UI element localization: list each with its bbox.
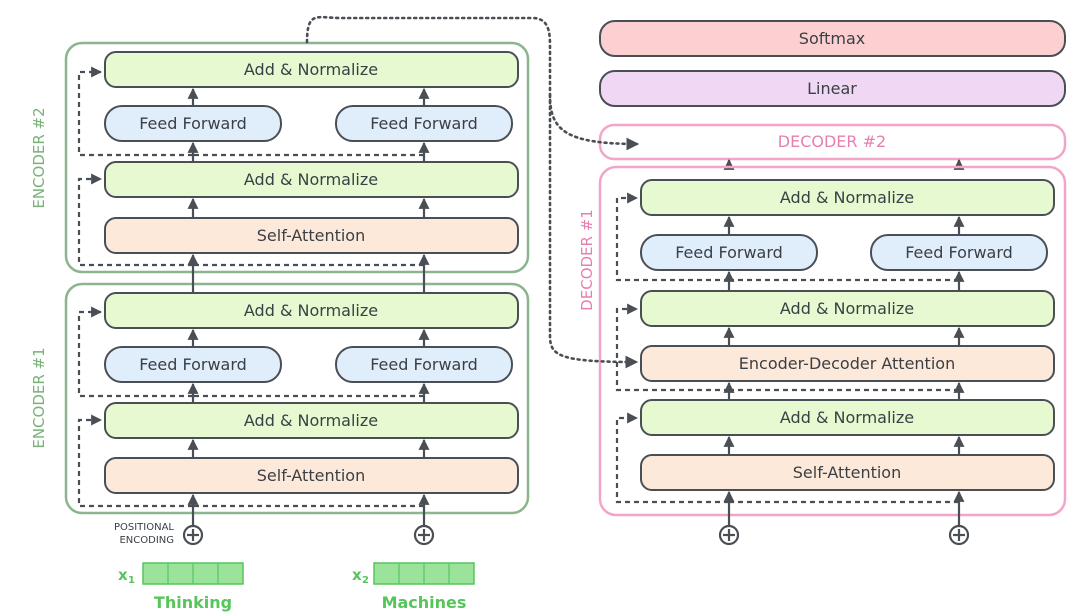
linear-layer xyxy=(599,70,1066,107)
encoder-output-to-decoder-2 xyxy=(305,15,640,151)
decoder-1: DECODER #1 Add & Normalize Feed Forward … xyxy=(578,165,1067,517)
decoder-1-title: DECODER #1 xyxy=(578,209,596,311)
decoder-inputs xyxy=(718,490,970,546)
encoder-1-add-norm-bottom xyxy=(104,402,519,439)
decoder-positional-add-icon-left xyxy=(718,524,740,546)
encoder-2-frame xyxy=(64,41,530,274)
positional-add-icon-right xyxy=(413,524,435,546)
encoder-1-add-norm-top-label: Add & Normalize xyxy=(244,301,378,320)
decoder-1-ffn-left-label: Feed Forward xyxy=(675,243,783,262)
encoder-2-title: ENCODER #2 xyxy=(30,107,48,208)
decoder-1-self-attention-label: Self-Attention xyxy=(793,463,901,482)
input-1-symbol: x xyxy=(118,566,128,584)
output-layers: Softmax Linear DECODER #2 xyxy=(598,20,1067,170)
softmax-layer xyxy=(599,20,1066,57)
decoder-1-add-norm-bottom xyxy=(640,399,1055,436)
encoder-2-ffn-left-label: Feed Forward xyxy=(139,114,247,133)
decoder-1-ffn-right-label: Feed Forward xyxy=(905,243,1013,262)
decoder-1-self-attention xyxy=(640,454,1055,491)
encoder-2: ENCODER #2 Add & Normalize Feed Forward … xyxy=(30,41,530,274)
input-2-word: Machines xyxy=(382,593,467,612)
encoder-1-self-attention xyxy=(104,457,519,494)
input-2-subscript: 2 xyxy=(362,575,369,586)
encoder-2-add-norm-top-label: Add & Normalize xyxy=(244,60,378,79)
encoder-1-ffn-right-label: Feed Forward xyxy=(370,355,478,374)
input-1-subscript: 1 xyxy=(128,575,135,586)
decoder-1-add-norm-mid xyxy=(640,290,1055,327)
positional-encoding-label-line1: POSITIONAL xyxy=(114,522,174,533)
encoder-1-ffn-left-label: Feed Forward xyxy=(139,355,247,374)
encoder-1-add-norm-bottom-label: Add & Normalize xyxy=(244,411,378,430)
encoder-1-self-attention-label: Self-Attention xyxy=(257,466,365,485)
input-2-embedding-vector xyxy=(373,562,475,585)
decoder-1-frame xyxy=(598,165,1067,517)
encoder-1: ENCODER #1 Add & Normalize Feed Forward … xyxy=(30,282,530,515)
encoder-1-title: ENCODER #1 xyxy=(30,347,48,448)
decoder-1-enc-dec-attention xyxy=(640,345,1055,382)
softmax-label: Softmax xyxy=(799,29,865,48)
encoder-2-add-norm-bottom xyxy=(104,161,519,198)
input-1-embedding-vector xyxy=(142,562,244,585)
encoder-inputs: POSITIONAL ENCODING x 1 Thinking x 2 xyxy=(114,493,475,612)
encoder-output-to-decoder-1 xyxy=(548,93,639,369)
encoder-1-add-norm-top xyxy=(104,292,519,329)
linear-label: Linear xyxy=(807,79,857,98)
decoder-1-add-norm-mid-label: Add & Normalize xyxy=(780,299,914,318)
decoder-positional-add-icon-right xyxy=(948,524,970,546)
encoder-2-self-attention-label: Self-Attention xyxy=(257,226,365,245)
decoder-1-add-norm-top xyxy=(640,179,1055,216)
encoder-2-self-attention xyxy=(104,217,519,254)
positional-add-icon-left xyxy=(182,524,204,546)
encoder-1-frame xyxy=(64,282,530,515)
decoder-1-add-norm-bottom-label: Add & Normalize xyxy=(780,408,914,427)
decoder-2-title: DECODER #2 xyxy=(778,132,886,151)
encoder-2-ffn-right-label: Feed Forward xyxy=(370,114,478,133)
positional-encoding-label-line2: ENCODING xyxy=(119,535,174,546)
input-1-word: Thinking xyxy=(154,593,232,612)
encoder-2-add-norm-bottom-label: Add & Normalize xyxy=(244,170,378,189)
input-2-symbol: x xyxy=(352,566,362,584)
encoder-2-add-norm-top xyxy=(104,51,519,88)
decoder-1-enc-dec-attention-label: Encoder-Decoder Attention xyxy=(739,354,955,373)
decoder-1-add-norm-top-label: Add & Normalize xyxy=(780,188,914,207)
